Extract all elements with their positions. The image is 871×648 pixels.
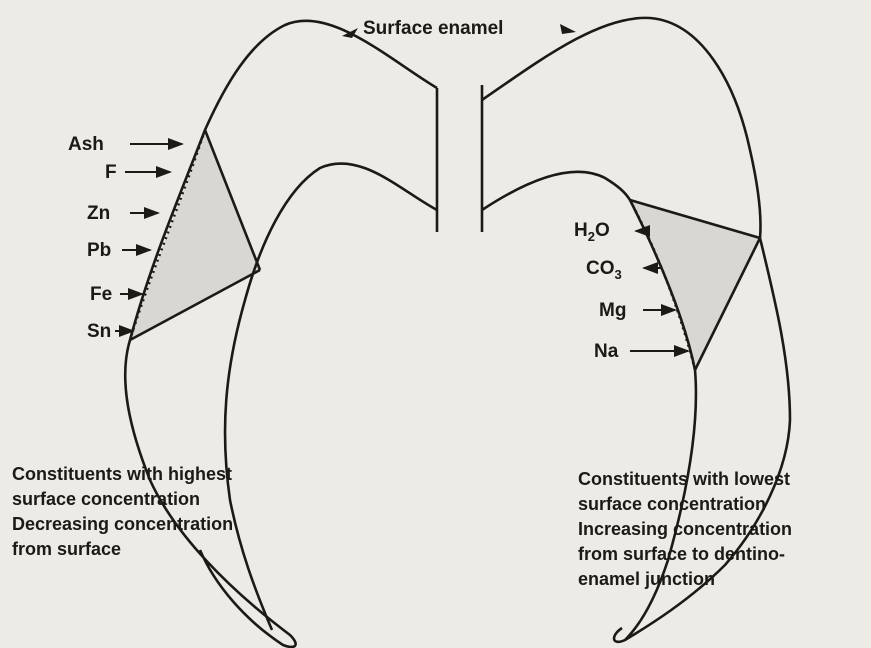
label-f: F xyxy=(105,162,117,183)
right-caption-line-3: Increasing concentration xyxy=(578,519,792,539)
label-fe: Fe xyxy=(90,284,112,305)
right-caption-line-4: from surface to dentino- xyxy=(578,544,785,564)
label-ash: Ash xyxy=(68,134,104,155)
label-zn: Zn xyxy=(87,203,110,224)
label-sn: Sn xyxy=(87,321,111,342)
label-co3: CO3 xyxy=(586,258,622,282)
left-caption-line-3: Decreasing concentration xyxy=(12,514,233,534)
right-caption-line-2: surface concentration xyxy=(578,494,766,514)
title: Surface enamel xyxy=(363,18,503,39)
left-shaded-zone xyxy=(130,130,260,340)
right-shaded-zone xyxy=(630,200,760,370)
label-na: Na xyxy=(594,341,619,362)
left-caption-line-2: surface concentration xyxy=(12,489,200,509)
left-enamel-outline xyxy=(125,21,437,647)
label-h2o: H2O xyxy=(574,220,610,244)
right-caption-line-5: enamel junction xyxy=(578,569,715,589)
left-caption-line-1: Constituents with highest xyxy=(12,464,232,484)
label-pb: Pb xyxy=(87,240,111,261)
left-caption-line-4: from surface xyxy=(12,539,121,559)
title-right-arrow-icon xyxy=(560,24,576,34)
left-dentin-outline xyxy=(225,163,437,630)
right-caption-line-1: Constituents with lowest xyxy=(578,469,790,489)
label-mg: Mg xyxy=(599,300,626,321)
